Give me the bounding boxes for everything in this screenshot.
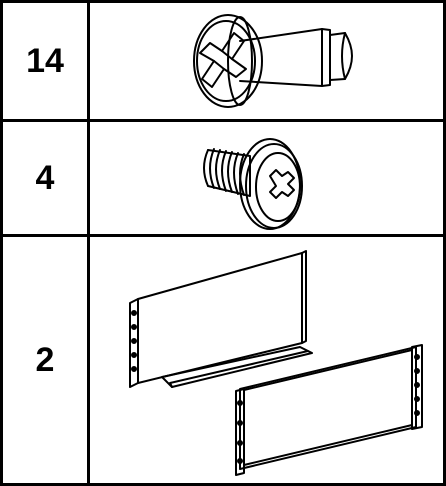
mounting-bracket-icon: [90, 237, 443, 483]
table-row: 14: [3, 3, 443, 122]
table-row: 4: [3, 122, 443, 237]
part-illustration-cell: [90, 237, 443, 483]
table-row: 2: [3, 237, 443, 483]
flat-head-screw-icon: [90, 122, 443, 234]
part-illustration-cell: [90, 122, 443, 234]
quantity-cell: 4: [3, 122, 90, 234]
quantity-cell: 2: [3, 237, 90, 483]
quantity-cell: 14: [3, 3, 90, 119]
pan-head-screw-with-shoulder-icon: [90, 3, 443, 119]
part-illustration-cell: [90, 3, 443, 119]
